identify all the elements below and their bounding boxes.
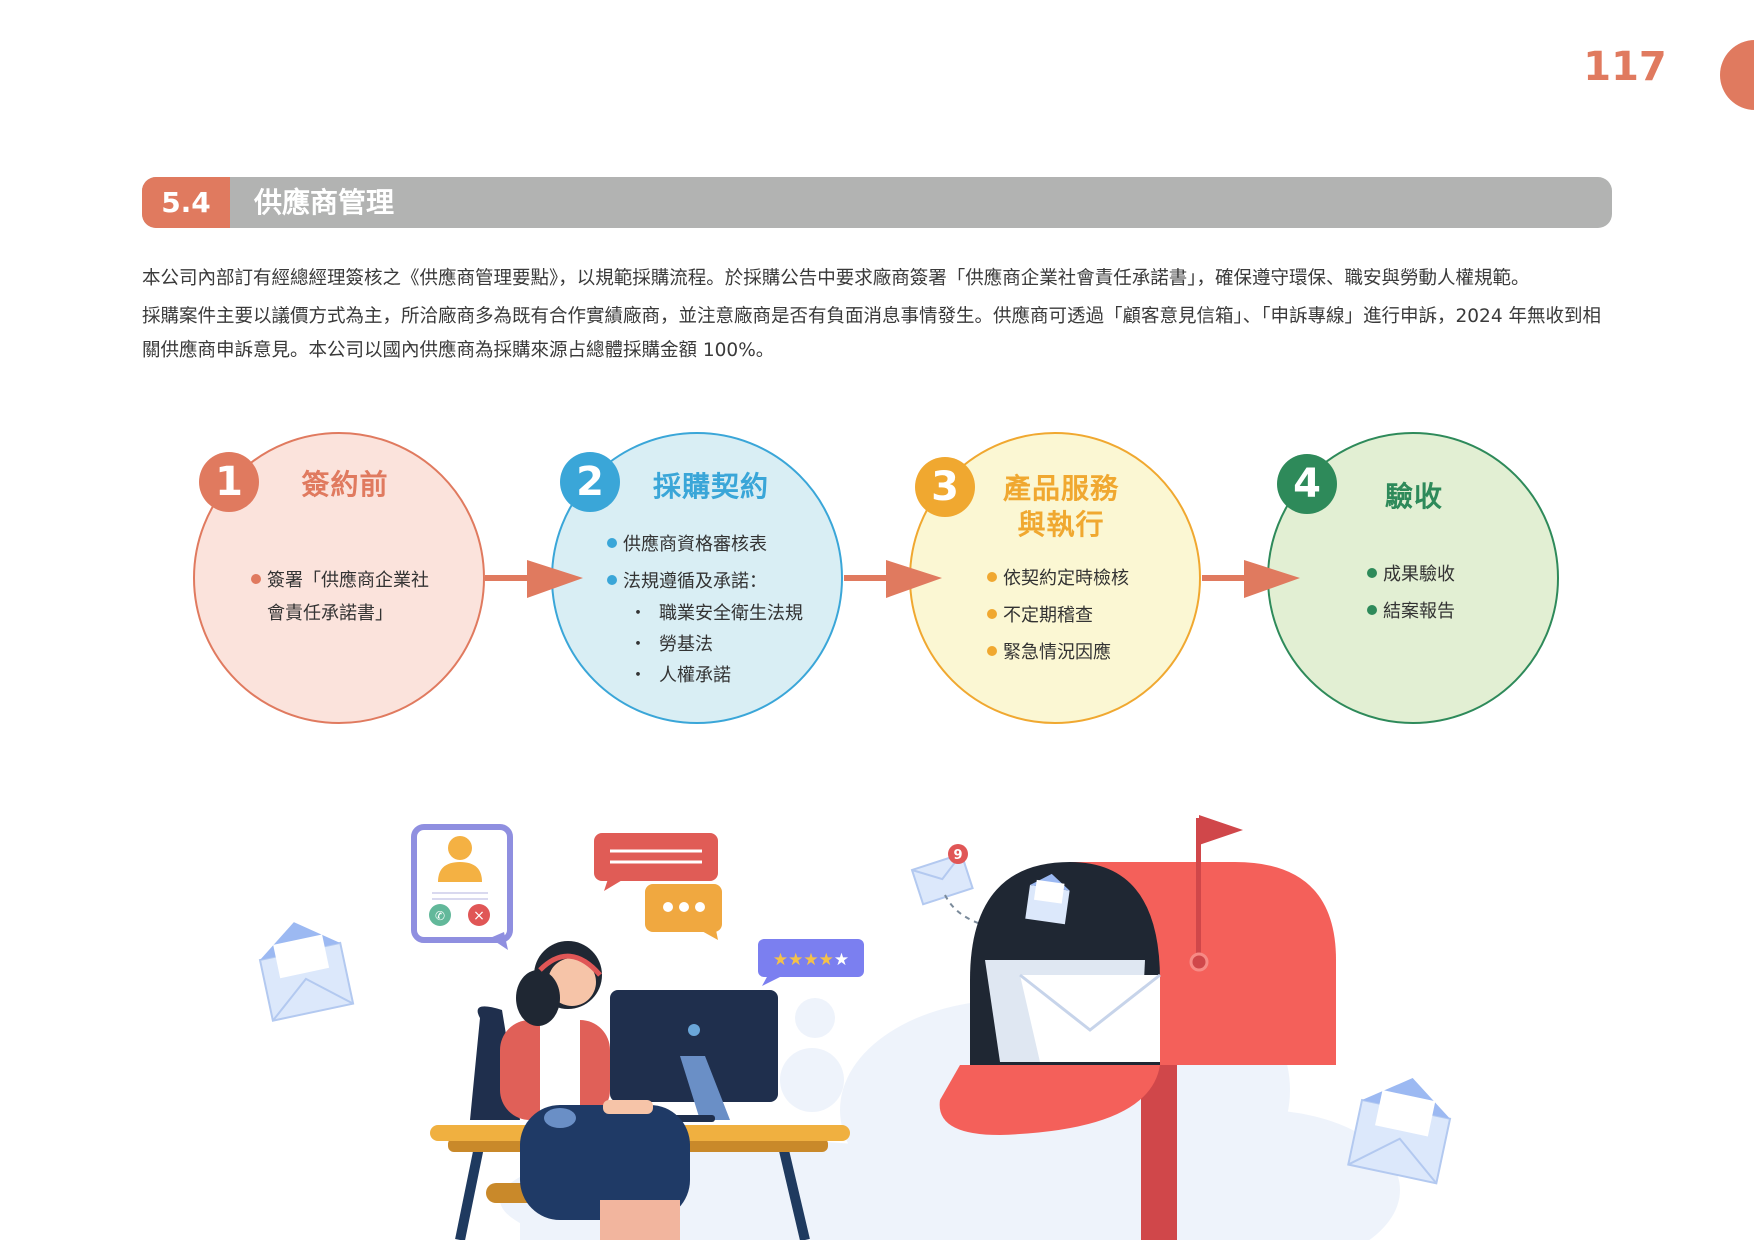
person-icon — [470, 941, 690, 1240]
notification-count: 9 — [953, 848, 962, 863]
step-title: 驗收 — [1384, 480, 1443, 513]
arrow-right-icon — [844, 560, 942, 598]
sub-list-item: ・職業安全衛生法規 — [629, 603, 803, 624]
step-title: 簽約前 — [301, 468, 389, 501]
paragraph: 本公司內部訂有經總經理簽核之《供應商管理要點》，以規範採購流程。於採購公告中要求… — [142, 268, 1530, 289]
list-item: 成果驗收 — [1367, 558, 1455, 591]
arrow-right-icon — [485, 560, 583, 598]
svg-text:×: × — [473, 908, 485, 924]
mailbox-icon — [939, 815, 1336, 1240]
bullet-icon — [607, 538, 617, 548]
step-number-badge: 2 — [560, 452, 620, 512]
svg-text:★★★★★: ★★★★★ — [773, 950, 849, 970]
arrow-right-icon — [1202, 560, 1300, 598]
paragraph: 採購案件主要以議價方式為主，所洽廠商多為既有合作實績廠商，並注意廠商是否有負面消… — [142, 306, 1601, 361]
step-number-badge: 4 — [1277, 454, 1337, 514]
step-items: 依契約定時檢核 不定期稽查 緊急情況因應 — [987, 562, 1129, 669]
step-number-badge: 1 — [199, 452, 259, 512]
bullet-icon — [607, 575, 617, 585]
typing-bubble-icon — [645, 884, 722, 940]
sub-list-item: ・人權承諾 — [629, 665, 731, 686]
list-item: 簽署「供應商企業社 — [251, 564, 429, 597]
bullet-icon — [1367, 605, 1377, 615]
section-number: 5.4 — [142, 177, 230, 228]
bullet-icon — [987, 572, 997, 582]
section-header-bar: 5.4 供應商管理 — [142, 177, 1612, 228]
section-title: 供應商管理 — [254, 186, 395, 219]
list-item: 會責任承諾書」 — [267, 603, 393, 624]
bullet-icon — [251, 574, 261, 584]
page-number: 117 — [1583, 44, 1667, 90]
bullet-icon — [987, 609, 997, 619]
list-item: 供應商資格審核表 — [607, 528, 803, 561]
step-title: 採購契約 — [652, 470, 769, 503]
step-items: 成果驗收 結案報告 — [1367, 558, 1455, 628]
step-items: 簽署「供應商企業社 會責任承諾書」 — [251, 564, 429, 630]
list-item: 不定期稽查 — [987, 599, 1129, 632]
body-text: 本公司內部訂有經總經理簽核之《供應商管理要點》，以規範採購流程。於採購公告中要求… — [142, 262, 1612, 372]
rating-stars-bubble-icon: ★★★★★ — [758, 939, 864, 986]
notification-badge: 9 — [948, 844, 968, 864]
envelope-icon — [1347, 1078, 1452, 1185]
bullet-icon — [987, 646, 997, 656]
svg-text:✆: ✆ — [435, 909, 445, 923]
list-item: 緊急情況因應 — [987, 636, 1129, 669]
bullet-icon — [1367, 568, 1377, 578]
computer-monitor-icon — [600, 990, 778, 1122]
step-circle-3: 產品服務 與執行 依契約定時檢核 不定期稽查 緊急情況因應 — [909, 432, 1201, 724]
message-bubble-icon — [594, 833, 718, 891]
step-items: 供應商資格審核表 法規遵循及承諾： ・職業安全衛生法規 ・勞基法 ・人權承諾 — [607, 528, 803, 691]
step-title: 產品服務 與執行 — [1002, 472, 1119, 541]
contact-card-icon: × ✆ — [411, 824, 513, 950]
envelope-icon — [258, 922, 355, 1022]
sub-list-item: ・勞基法 — [629, 634, 713, 655]
list-item: 法規遵循及承諾： — [607, 565, 803, 598]
list-item: 結案報告 — [1367, 595, 1455, 628]
list-item: 依契約定時檢核 — [987, 562, 1129, 595]
step-number-badge: 3 — [915, 457, 975, 517]
